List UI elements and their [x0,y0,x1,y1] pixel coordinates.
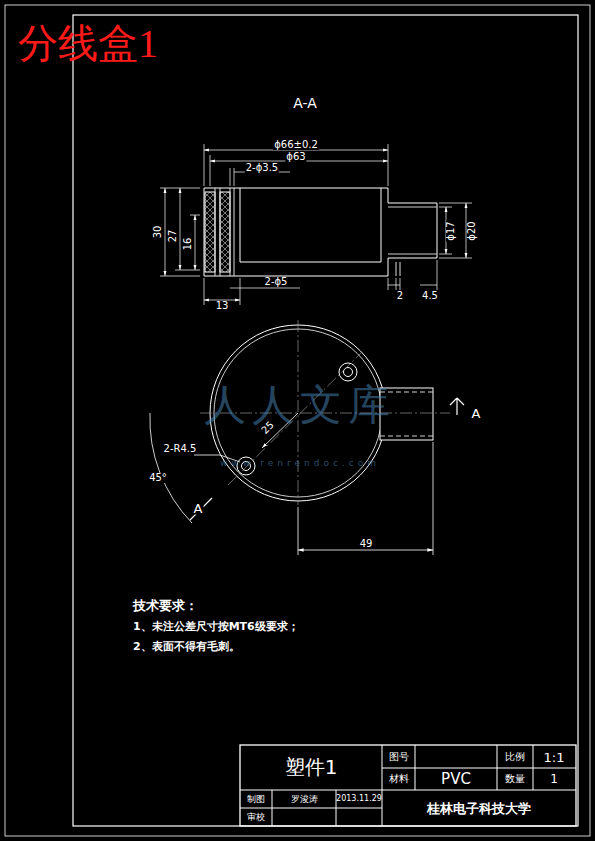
drawing-stroke [396,262,400,276]
title-block-cell: 1:1 [543,751,566,764]
drawing-stroke [165,188,166,276]
dimension-label: 13 [215,301,230,311]
drawing-stroke [388,285,437,286]
drawing-stroke [204,188,437,276]
drawing-stroke [204,144,388,186]
title-block-cell: 材料 [388,774,410,784]
drawing-stroke [240,745,576,826]
dimension-label: 30 [153,225,163,240]
note-text: 2、表面不得有毛刺。 [132,641,241,652]
drawing-stroke [190,498,212,520]
dimension-label: ϕ66±0.2 [273,140,319,150]
watermark: www.renrendoc.com [219,459,381,468]
drawing-stroke [73,15,578,826]
title-block-cell: 2013.11.29 [335,795,383,803]
title-block-cell: 制图 [246,795,266,804]
dimension-label: 4.5 [421,291,439,301]
dimension-label: 49 [359,539,374,549]
drawing-stroke [195,215,196,270]
note-text: 1、未注公差尺寸按MT6级要求； [132,621,300,632]
note-text: 技术要求： [132,599,199,612]
drawing-stroke [205,192,215,272]
title-block-cell: PVC [440,772,472,787]
dimension-label: 27 [168,229,178,244]
dimension-label: 2-R4.5 [163,444,198,454]
title-block-cell: 桂林电子科技大学 [426,802,532,815]
title-block-cell: 1 [549,773,559,785]
drawing-stroke [450,398,464,415]
drawing-stroke [200,320,450,505]
dimension-label: 2-ϕ3.5 [245,163,279,173]
drawing-stroke [240,188,381,262]
dimension-label: ϕ20 [467,220,477,241]
sheet-title: 分线盒1 [18,24,158,64]
dimension-label: 2-ϕ5 [264,277,289,287]
drawing-stroke [298,550,433,551]
dimension-label: A-A [292,96,318,110]
title-block-cell: 图号 [388,752,410,762]
drawing-stroke [215,188,234,276]
dimension-label: 16 [183,237,193,252]
drawing-stroke [388,207,437,254]
dimension-label: 45° [148,473,168,483]
dimension-label: A [193,502,204,515]
drawing-stroke [230,260,437,290]
drawing-stroke [160,144,472,305]
drawing-stroke [240,745,576,826]
drawing-stroke [180,188,181,270]
dimension-label: 2 [396,291,404,301]
drawing-stroke [240,745,576,826]
title-block-cell: 罗浚涛 [290,795,319,804]
title-block-cell: 审校 [246,813,266,822]
title-block-cell: 比例 [504,752,526,762]
drawing-stroke [220,192,230,272]
drawing-stroke [5,5,590,836]
dimension-label: A [471,407,482,420]
dimension-label: ϕ63 [285,152,306,162]
drawing-stroke [200,320,450,505]
dimension-label: ϕ17 [446,220,456,241]
title-block-cell: 数量 [504,774,526,784]
watermark: 人人文库 [203,384,397,426]
drawing-stroke [204,188,437,276]
drawing-stroke [150,413,192,523]
drawing-stroke [5,5,590,836]
drawing-stroke [160,188,200,276]
title-block-cell: 塑件1 [284,757,339,777]
